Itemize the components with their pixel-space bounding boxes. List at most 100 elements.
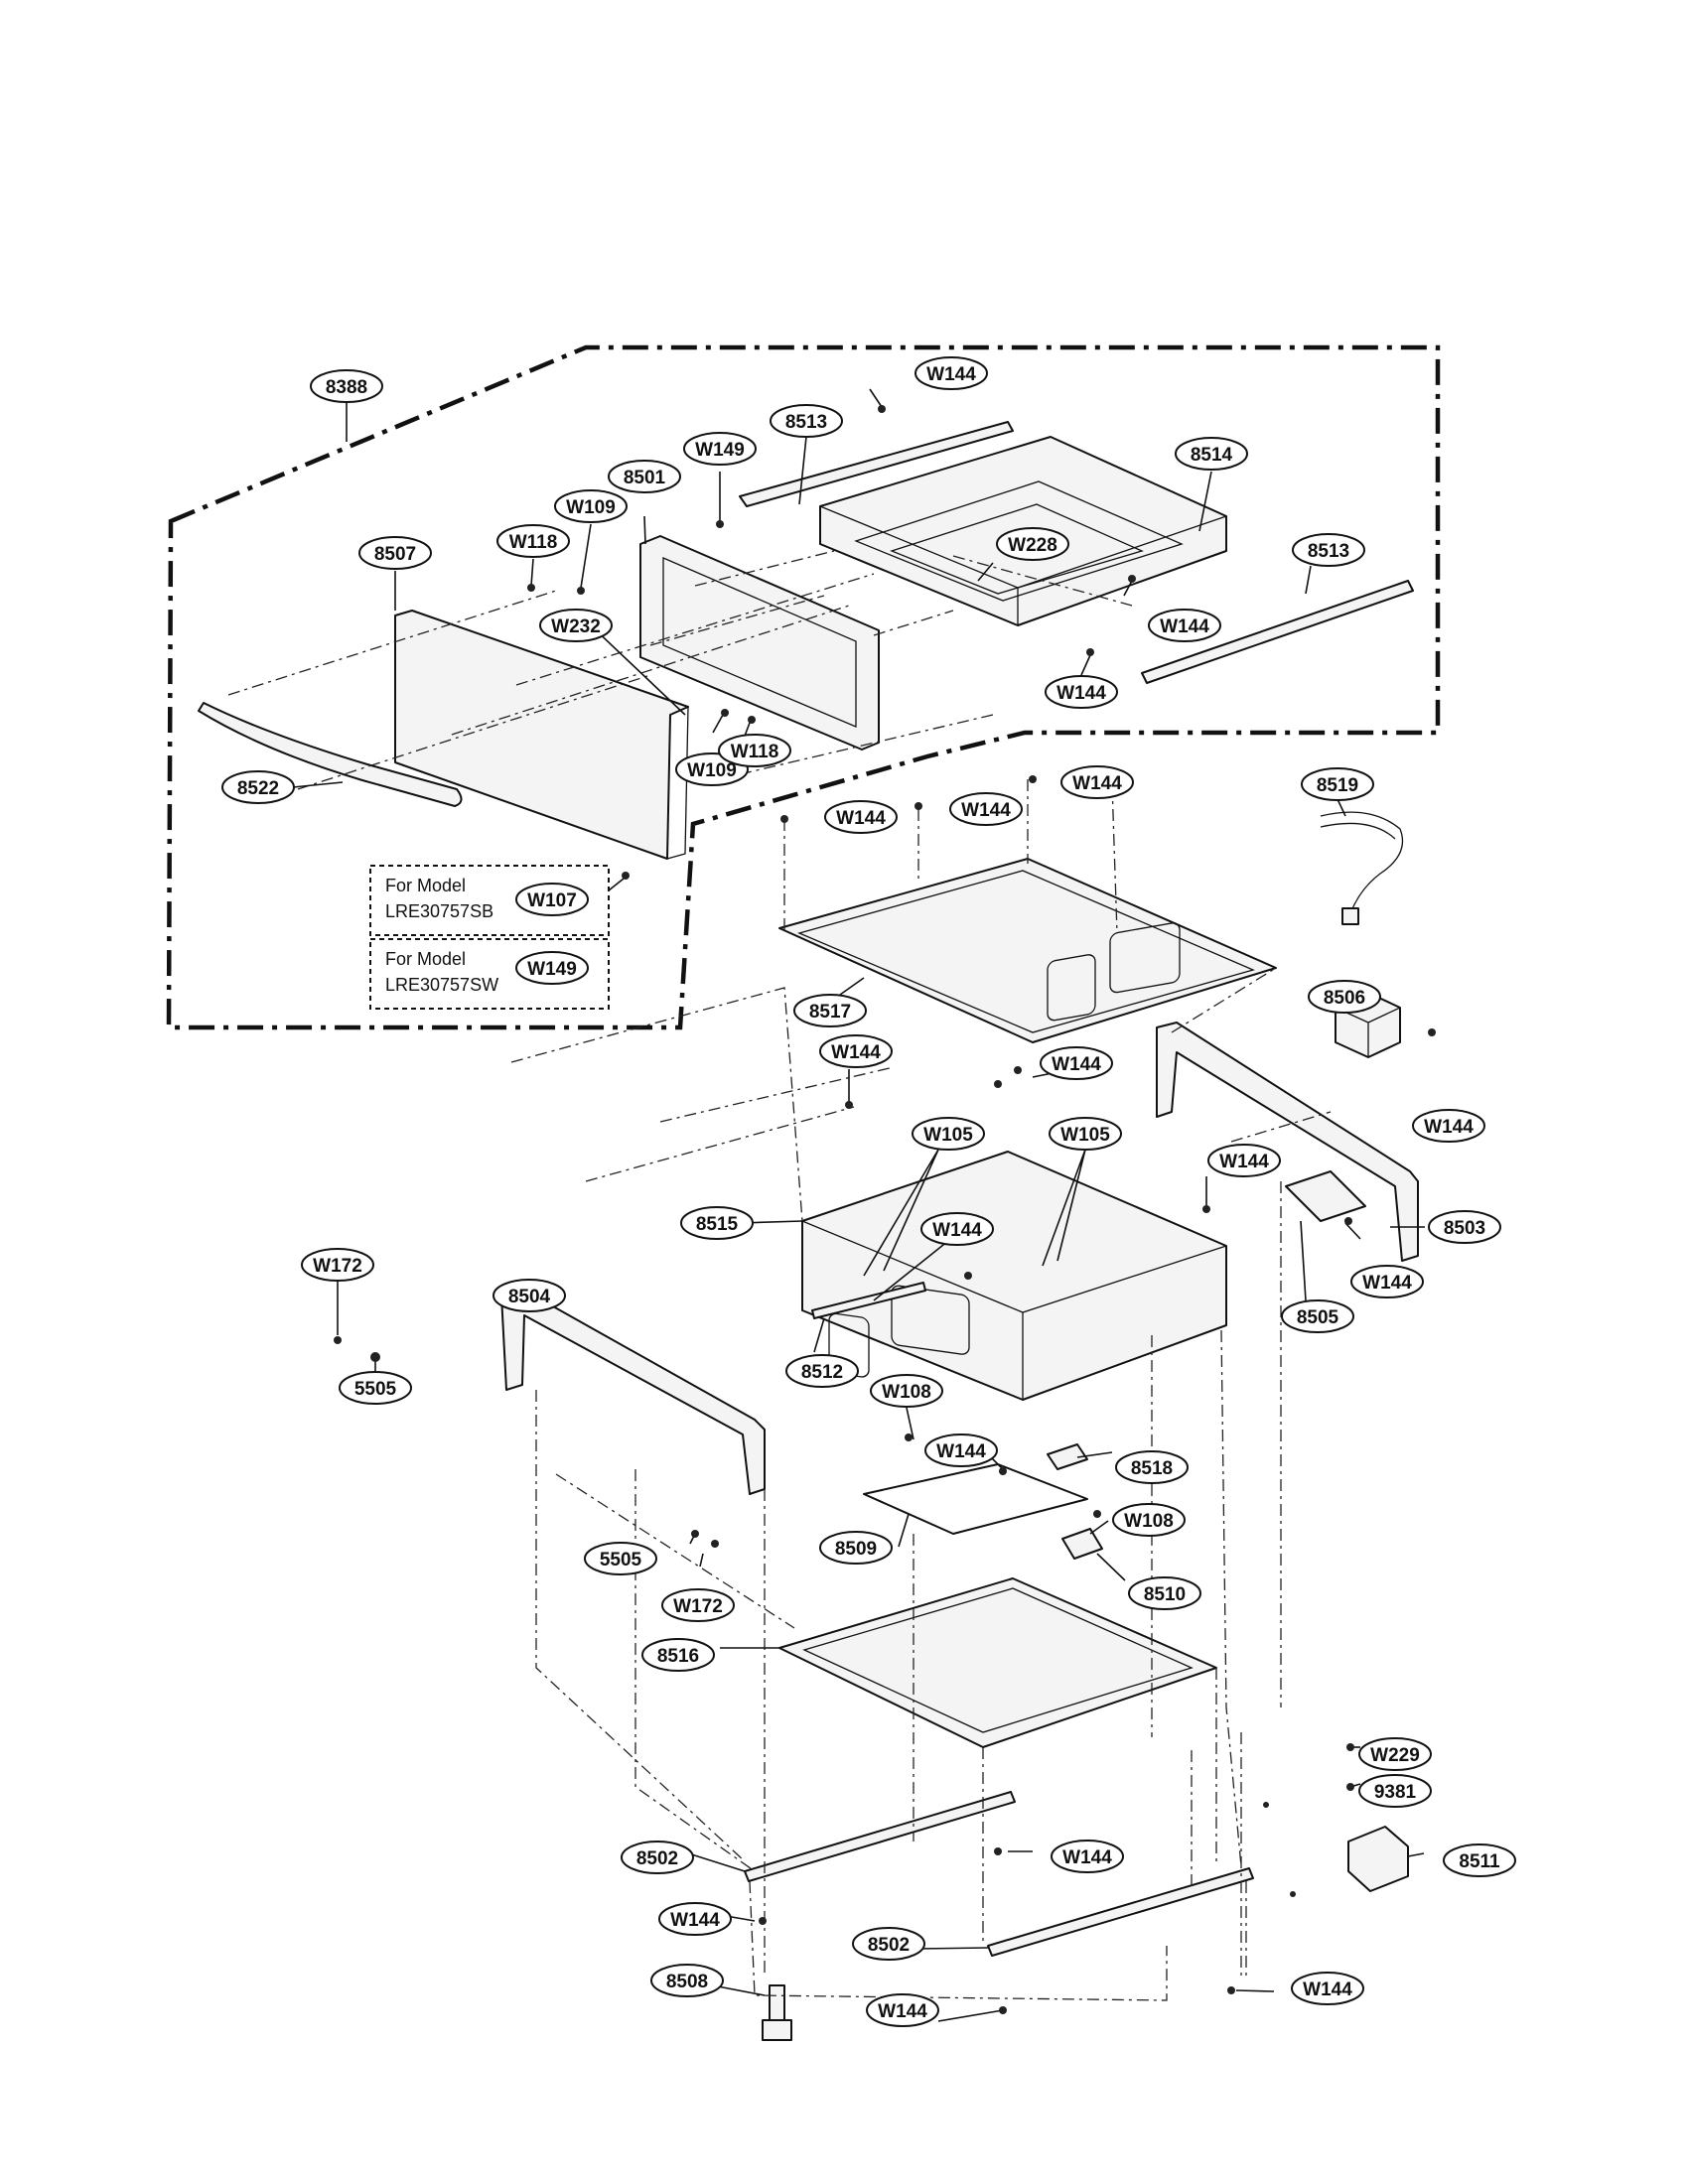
callout-8516: 8516 bbox=[641, 1638, 715, 1672]
callout-w144: W144 bbox=[914, 356, 988, 390]
callout-w144: W144 bbox=[658, 1902, 732, 1936]
callout-ellipse bbox=[1045, 675, 1118, 709]
callout-ellipse bbox=[496, 524, 570, 558]
callout-label: 8505 bbox=[1297, 1307, 1339, 1328]
callout-ellipse bbox=[1175, 437, 1248, 471]
hinge-bracket bbox=[1347, 1826, 1409, 1892]
drawer-rail-right bbox=[1141, 580, 1414, 684]
fastener-screws bbox=[334, 405, 1436, 2014]
callout-8504: 8504 bbox=[492, 1279, 566, 1312]
callout-label: W109 bbox=[566, 497, 616, 518]
callout-label: 8519 bbox=[1317, 775, 1358, 796]
callout-label: 8506 bbox=[1324, 988, 1365, 1009]
callout-label: W144 bbox=[836, 808, 886, 829]
model-note-sb-line2: LRE30757SB bbox=[385, 901, 493, 921]
callout-label: W144 bbox=[1160, 616, 1209, 637]
callout-ellipse bbox=[1443, 1843, 1516, 1877]
callout-label: W144 bbox=[831, 1042, 881, 1063]
callout-8515: 8515 bbox=[680, 1206, 754, 1240]
callout-8509: 8509 bbox=[819, 1531, 893, 1565]
callout-label: W118 bbox=[731, 742, 779, 762]
callout-8514: 8514 bbox=[1175, 437, 1248, 471]
callout-ellipse bbox=[770, 404, 843, 438]
model-note-sw-line1: For Model bbox=[385, 949, 466, 969]
callout-label: 8512 bbox=[801, 1362, 843, 1383]
callout-ellipse bbox=[515, 883, 589, 916]
callout-label: 8522 bbox=[237, 778, 279, 799]
callout-label: 8517 bbox=[809, 1002, 851, 1023]
callout-label: 8515 bbox=[696, 1214, 739, 1235]
callout-8511: 8511 bbox=[1443, 1843, 1516, 1877]
callout-ellipse bbox=[914, 356, 988, 390]
callout-label: W144 bbox=[932, 1220, 982, 1241]
callout-label: W144 bbox=[936, 1441, 986, 1462]
callout-w144: W144 bbox=[949, 792, 1023, 826]
callout-label: 8508 bbox=[666, 1972, 708, 1992]
callout-8522: 8522 bbox=[221, 770, 295, 804]
callout-ellipse bbox=[641, 1638, 715, 1672]
drawer-frame bbox=[639, 535, 880, 751]
callout-ellipse bbox=[793, 994, 867, 1027]
callout-ellipse bbox=[221, 770, 295, 804]
callout-ellipse bbox=[1115, 1450, 1189, 1484]
callout-5505: 5505 bbox=[584, 1542, 657, 1575]
callout-8502: 8502 bbox=[621, 1841, 694, 1874]
callout-8505: 8505 bbox=[1281, 1299, 1354, 1333]
callout-8508: 8508 bbox=[650, 1964, 724, 1997]
callout-label: 8388 bbox=[326, 377, 367, 398]
callout-ellipse bbox=[492, 1279, 566, 1312]
callout-ellipse bbox=[621, 1841, 694, 1874]
callout-w172: W172 bbox=[661, 1588, 735, 1622]
drawer-cavity-box bbox=[801, 1151, 1227, 1401]
callout-ellipse bbox=[1060, 765, 1134, 799]
callout-label: 8509 bbox=[835, 1539, 877, 1560]
callout-label: W109 bbox=[687, 760, 737, 781]
callout-ellipse bbox=[515, 951, 589, 985]
callout-ellipse bbox=[1292, 533, 1365, 567]
callout-ellipse bbox=[539, 609, 613, 642]
callout-label: W144 bbox=[1219, 1152, 1269, 1172]
callout-w105: W105 bbox=[912, 1117, 985, 1151]
callout-label: 8516 bbox=[657, 1646, 699, 1667]
bracket-small bbox=[1061, 1528, 1103, 1560]
callout-ellipse bbox=[1049, 1117, 1122, 1151]
callout-w118: W118 bbox=[718, 734, 791, 767]
callout-ellipse bbox=[1112, 1503, 1186, 1537]
callout-label: W107 bbox=[527, 890, 577, 911]
callout-8507: 8507 bbox=[358, 536, 432, 570]
callout-label: W144 bbox=[1303, 1979, 1352, 2000]
callout-w144: W144 bbox=[924, 1433, 998, 1467]
callout-ellipse bbox=[819, 1531, 893, 1565]
callout-label: 8514 bbox=[1191, 445, 1233, 466]
callout-label: 5505 bbox=[600, 1550, 642, 1570]
callout-ellipse bbox=[358, 536, 432, 570]
callout-ellipse bbox=[852, 1927, 925, 1961]
callout-w229: W229 bbox=[1358, 1737, 1432, 1771]
callout-ellipse bbox=[912, 1117, 985, 1151]
callout-label: W144 bbox=[670, 1910, 720, 1931]
callout-8512: 8512 bbox=[785, 1354, 859, 1388]
callout-label: 8513 bbox=[1308, 541, 1349, 562]
callout-label: 8502 bbox=[868, 1935, 910, 1956]
callout-w144: W144 bbox=[1045, 675, 1118, 709]
drawer-handle bbox=[198, 702, 463, 807]
callout-ellipse bbox=[1207, 1144, 1281, 1177]
callout-label: W228 bbox=[1008, 535, 1057, 556]
callout-w105: W105 bbox=[1049, 1117, 1122, 1151]
callout-w172: W172 bbox=[301, 1248, 374, 1282]
lower-rail-right bbox=[987, 1867, 1254, 1957]
callout-label: W144 bbox=[1362, 1273, 1412, 1294]
callout-label: 8518 bbox=[1131, 1458, 1173, 1479]
callout-ellipse bbox=[819, 1034, 893, 1068]
callout-ellipse bbox=[554, 489, 628, 523]
callout-ellipse bbox=[1128, 1576, 1201, 1610]
callout-w144: W144 bbox=[866, 1993, 939, 2027]
callout-w107: W107 bbox=[515, 883, 589, 916]
callout-label: 8507 bbox=[374, 544, 416, 565]
callout-tags: 8388W1448513W1498501W109W1188507W2328514… bbox=[221, 356, 1516, 2027]
callout-label: W229 bbox=[1370, 1745, 1420, 1766]
callout-w144: W144 bbox=[824, 800, 898, 834]
wire-harness bbox=[1320, 811, 1404, 914]
callout-w144: W144 bbox=[1148, 609, 1221, 642]
model-note-sb-line1: For Model bbox=[385, 876, 466, 895]
